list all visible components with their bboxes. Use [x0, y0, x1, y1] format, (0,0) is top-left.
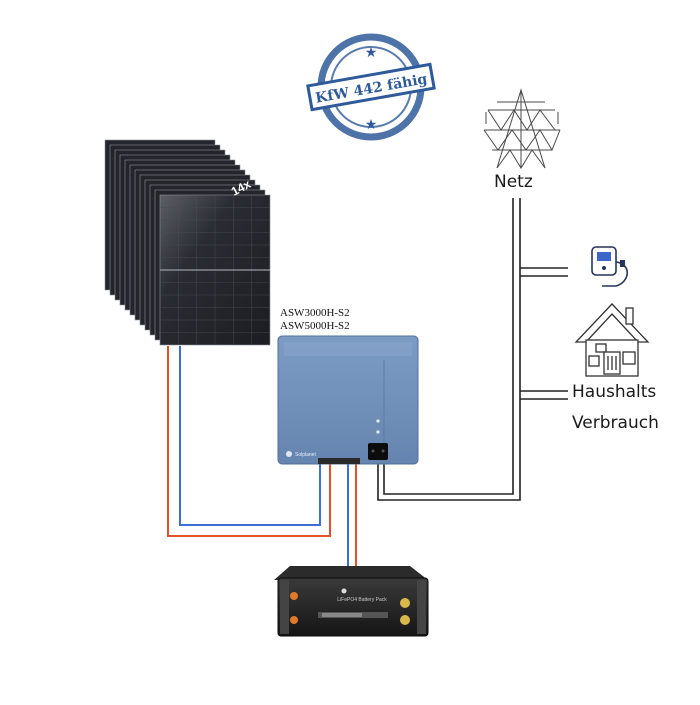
kfw-stamp-icon: ★ ★ KfW 442 fähig	[306, 33, 436, 141]
transmission-tower-icon	[483, 88, 561, 169]
ac-lines	[377, 198, 568, 501]
battery-pack-icon: LiFePO4 Battery Pack	[274, 566, 429, 637]
dc-cables-inverter-to-battery	[347, 460, 357, 568]
battery-label: LiFePO4 Battery Pack	[337, 597, 387, 603]
household-label-line1: Haushalts	[572, 382, 657, 402]
dc-cables-panel-to-inverter	[167, 346, 331, 537]
dc-positive-cable	[167, 346, 331, 537]
svg-text:★: ★	[365, 44, 378, 60]
household-label-line2: Verbrauch	[572, 413, 659, 433]
wallbox-charger-icon	[591, 246, 629, 287]
svg-text:★: ★	[365, 116, 378, 132]
ac-line-2	[383, 198, 514, 495]
inverter-model-1: ASW3000H-S2	[280, 307, 350, 319]
inverter-brand: Solplanet	[295, 452, 316, 458]
inverter-model-2: ASW5000H-S2	[280, 320, 350, 332]
inverter-connector-block	[368, 443, 388, 460]
dc-negative-cable	[179, 346, 321, 526]
solar-panel-stack-icon: 14x	[104, 139, 271, 346]
house-icon	[574, 303, 650, 377]
ac-line-1	[377, 198, 521, 501]
grid-label: Netz	[494, 172, 533, 192]
inverter-icon: Solplanet	[277, 335, 419, 465]
